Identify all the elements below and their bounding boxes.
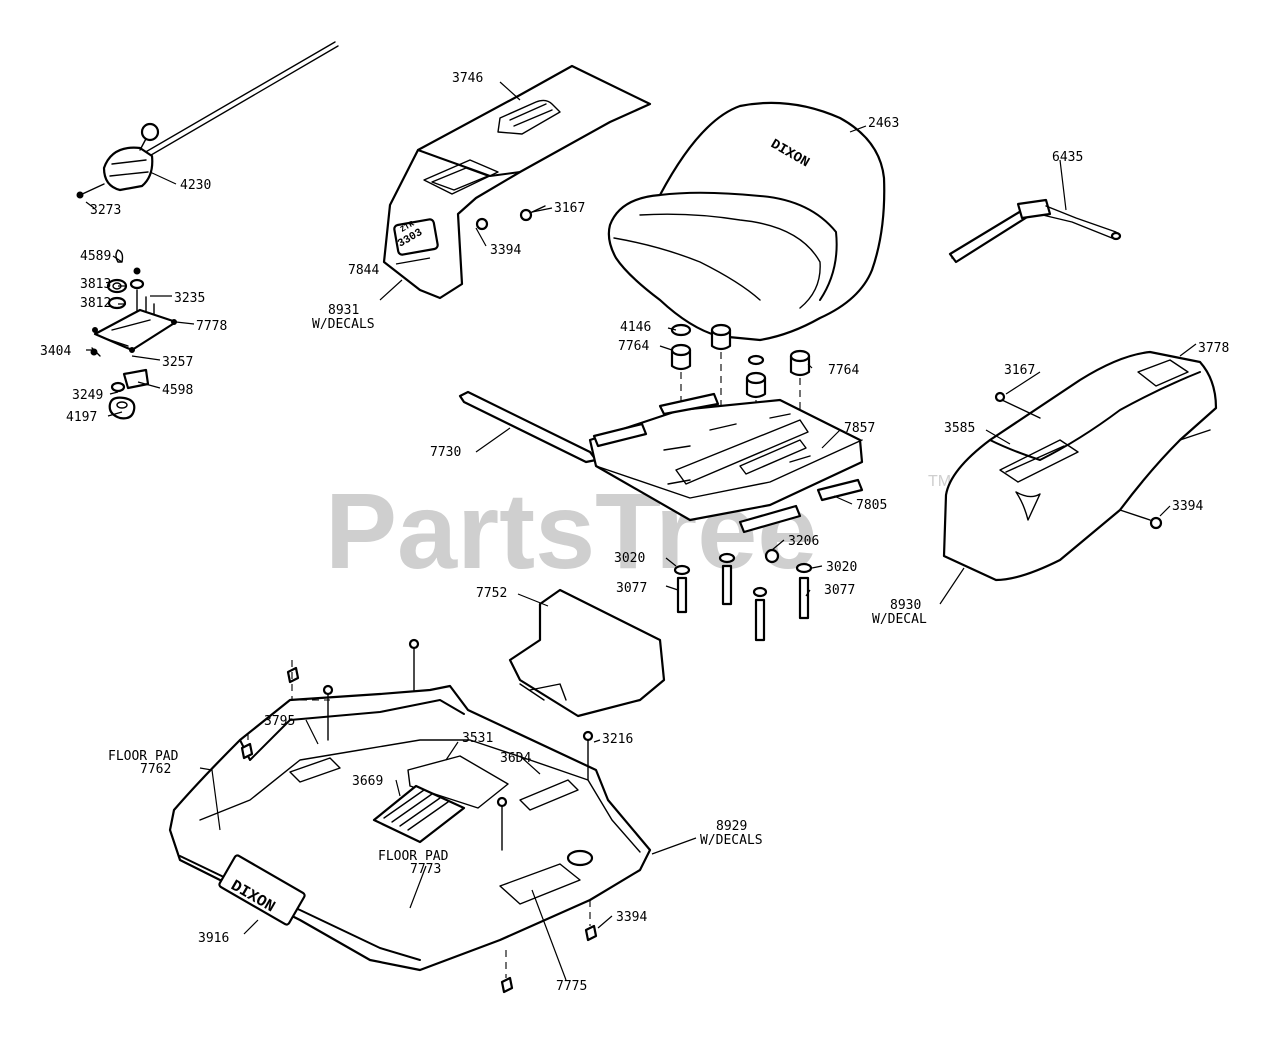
throttle-control-4230 — [76, 41, 339, 199]
callout-3746: 3746 — [452, 71, 483, 86]
callout-7752: 7752 — [476, 586, 507, 601]
callout-3167-right: 3167 — [1004, 363, 1035, 378]
callout-8929-note: W/DECALS — [700, 833, 763, 848]
callout-3585: 3585 — [944, 421, 975, 436]
callout-4146: 4146 — [620, 320, 651, 335]
callout-6435: 6435 — [1052, 150, 1083, 165]
callout-3778: 3778 — [1198, 341, 1229, 356]
callout-7775: 7775 — [556, 979, 587, 994]
callout-8930: 8930 — [890, 598, 921, 613]
callout-3020-left: 3020 — [614, 551, 645, 566]
callout-3916: 3916 — [198, 931, 229, 946]
floor-mat-7752 — [508, 588, 666, 718]
callout-8931-note: W/DECALS — [312, 317, 375, 332]
callout-4598: 4598 — [162, 383, 193, 398]
seat-spacers — [670, 323, 811, 478]
callout-7764-right: 7764 — [828, 363, 859, 378]
callout-7844: 7844 — [348, 263, 379, 278]
callout-3249: 3249 — [72, 388, 103, 403]
callout-3812: 3812 — [80, 296, 111, 311]
fender-8930 — [942, 350, 1218, 582]
callout-4197: 4197 — [66, 410, 97, 425]
callout-8931: 8931 — [328, 303, 359, 318]
callout-8930-note: W/DECAL — [872, 612, 927, 627]
callout-2463: 2463 — [868, 116, 899, 131]
seat-switch-6435 — [948, 198, 1122, 264]
callout-labels: 4230 3273 4589 3813 3812 3235 7778 3404 … — [40, 71, 1229, 994]
callout-3394-left: 3394 — [490, 243, 521, 258]
callout-3813: 3813 — [80, 277, 111, 292]
callout-3216: 3216 — [602, 732, 633, 747]
callout-7857: 7857 — [844, 421, 875, 436]
callout-3404: 3404 — [40, 344, 71, 359]
callout-3020-right: 3020 — [826, 560, 857, 575]
callout-4230: 4230 — [180, 178, 211, 193]
callout-7764-left: 7764 — [618, 339, 649, 354]
callout-3394-right: 3394 — [1172, 499, 1203, 514]
callout-3077-right: 3077 — [824, 583, 855, 598]
seat-pan-7857 — [588, 392, 864, 534]
callout-3604: 36D4 — [500, 751, 531, 766]
callout-7730: 7730 — [430, 445, 461, 460]
callout-3273: 3273 — [90, 203, 121, 218]
footrest-8929: DIXON — [168, 638, 652, 994]
callout-7773: 7773 — [410, 862, 441, 877]
callout-3167-left: 3167 — [554, 201, 585, 216]
seat-bolts — [673, 548, 813, 642]
callout-3077-left: 3077 — [616, 581, 647, 596]
callout-3257: 3257 — [162, 355, 193, 370]
callout-floor-pad-7762-label: FLOOR PAD — [108, 749, 179, 764]
seat-2463: DIXON — [607, 101, 886, 342]
callout-7805: 7805 — [856, 498, 887, 513]
seat-rail-7730 — [458, 390, 598, 464]
leader-lines — [85, 81, 1197, 981]
watermark-trademark: TM — [928, 473, 951, 490]
callout-3394-bottom: 3394 — [616, 910, 647, 925]
callout-3669: 3669 — [352, 774, 383, 789]
fender-8931: ZTR 3303 — [382, 64, 652, 300]
callout-8929: 8929 — [716, 819, 747, 834]
callout-floor-pad-7773-label: FLOOR PAD — [378, 849, 449, 864]
callout-3795: 3795 — [264, 714, 295, 729]
callout-3235: 3235 — [174, 291, 205, 306]
callout-7778: 7778 — [196, 319, 227, 334]
callout-3206: 3206 — [788, 534, 819, 549]
callout-4589: 4589 — [80, 249, 111, 264]
callout-7762: 7762 — [140, 762, 171, 777]
callout-3531: 3531 — [462, 731, 493, 746]
